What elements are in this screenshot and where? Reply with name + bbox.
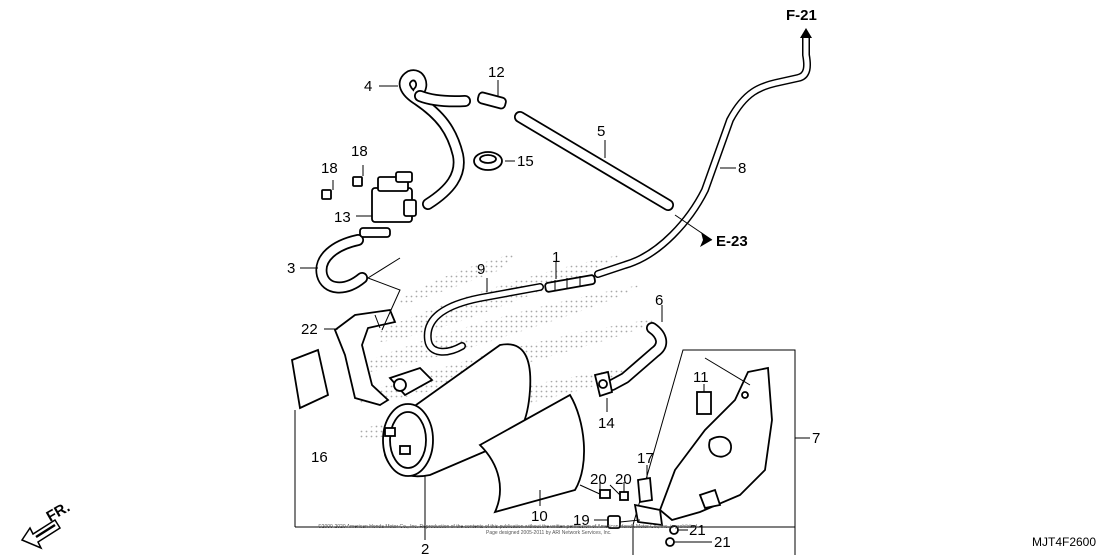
callout-numbers: 1 2 3 4 5 6 7 8 9 10 11 12 13 14 15 16 1… <box>287 64 820 558</box>
copyright-line-1: ©2000-2020 American Honda Motor Co., Inc… <box>318 523 697 530</box>
callout-21a: 21 <box>689 522 706 539</box>
nuts-21 <box>665 525 679 547</box>
callout-15: 15 <box>517 153 534 170</box>
callout-10: 10 <box>531 508 548 525</box>
callout-9: 9 <box>477 261 485 278</box>
callout-11: 11 <box>693 369 709 386</box>
callout-8: 8 <box>738 160 746 177</box>
joint-1 <box>544 274 596 293</box>
callout-21b: 21 <box>714 534 731 551</box>
callout-13: 13 <box>334 209 351 226</box>
callout-20a: 20 <box>590 471 607 488</box>
bracket-7 <box>658 357 773 521</box>
reference-e23: E-23 <box>716 233 748 250</box>
callout-14: 14 <box>598 415 615 432</box>
hose-5 <box>514 111 674 211</box>
clip-17 <box>633 476 664 527</box>
screws-20 <box>579 484 629 501</box>
hose-4 <box>398 69 471 210</box>
cover-10 <box>478 393 585 514</box>
front-label: FR. <box>44 499 73 526</box>
front-arrow-icon: FR. <box>20 499 73 550</box>
callout-1: 1 <box>552 249 560 266</box>
joint-12 <box>476 91 507 110</box>
callout-3: 3 <box>287 260 295 277</box>
grommet-15 <box>473 151 503 171</box>
copyright-line-2: Page designed 2005-2011 by ARI Network S… <box>486 530 612 536</box>
callout-17: 17 <box>637 450 654 467</box>
reference-f21: F-21 <box>786 7 817 24</box>
callout-2: 2 <box>421 541 429 558</box>
callout-19: 19 <box>573 512 590 529</box>
callout-18b: 18 <box>321 160 338 177</box>
rubber-16 <box>290 348 330 410</box>
clamp-14 <box>593 370 614 398</box>
hose-9 <box>423 283 544 356</box>
callout-18a: 18 <box>351 143 368 160</box>
diagram-code: MJT4F2600 <box>1032 535 1096 549</box>
panel-outlines <box>294 349 796 555</box>
reference-arrows <box>700 28 812 247</box>
strap-22 <box>333 309 397 406</box>
leader-lines <box>300 80 810 543</box>
callout-20b: 20 <box>615 471 632 488</box>
purge-valve-13 <box>359 171 417 238</box>
bolt-19 <box>607 515 641 529</box>
hose-8 <box>594 34 811 278</box>
hose-6 <box>606 322 668 391</box>
callout-4: 4 <box>364 78 372 95</box>
callout-22: 22 <box>301 321 318 338</box>
callout-5: 5 <box>597 123 605 140</box>
hose-3 <box>315 234 368 294</box>
callout-16: 16 <box>311 449 328 466</box>
callout-7: 7 <box>812 430 820 447</box>
callout-6: 6 <box>655 292 663 309</box>
callout-12: 12 <box>488 64 505 81</box>
label-11 <box>696 391 712 415</box>
bolts-18 <box>321 176 363 200</box>
